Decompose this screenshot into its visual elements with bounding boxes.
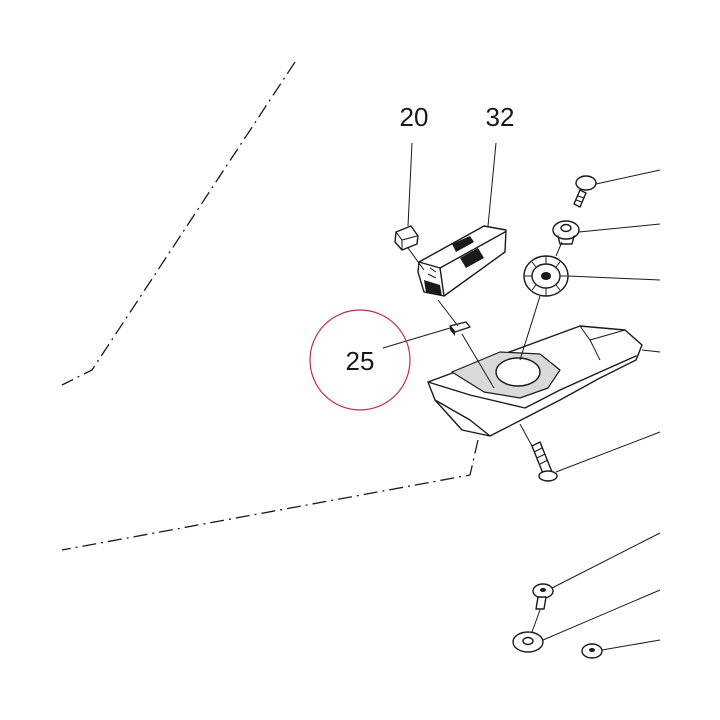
part-32-bracket [417,225,507,297]
housing-screw [531,441,558,482]
callout-25: 25 [346,346,375,376]
callout-32: 32 [486,102,515,132]
base-housing [427,325,643,437]
axis-lines [407,241,563,633]
washer [552,220,580,245]
leader-lines [382,142,661,651]
small-nut [581,643,603,659]
lower-washer [512,631,544,653]
highlight-circle [309,309,411,411]
callout-20: 20 [400,102,429,132]
assembly-outline [61,61,479,551]
lower-screw [532,583,554,610]
bevel-gear [523,255,569,297]
top-screw [573,175,597,208]
part-25-spacer [449,321,471,336]
part-20-cap [394,225,419,251]
